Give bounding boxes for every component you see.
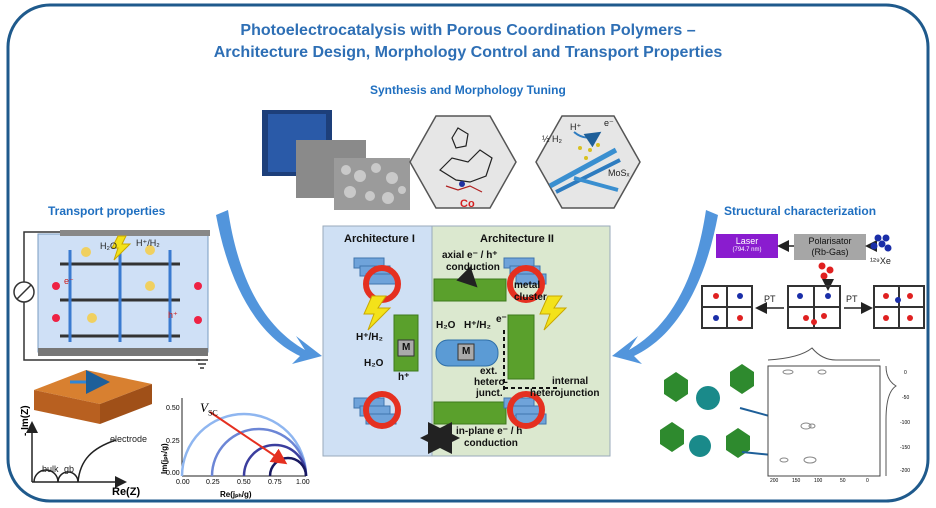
nmr-ytick-1: -50 (902, 395, 910, 401)
left-curved-arrow (216, 210, 322, 364)
nyquist-ytick-2: 0.00 (166, 470, 180, 477)
metal-cluster-rings (363, 265, 545, 429)
molecular-structures (660, 364, 810, 465)
nmr-xtick-0: 200 (770, 478, 779, 484)
title-line-1: Photoelectrocatalysis with Porous Coordi… (240, 22, 696, 39)
arch2-e-minus: e⁻ (496, 314, 507, 325)
arch1-h2o: H₂O (364, 358, 384, 369)
voltmeter-needle (16, 284, 32, 300)
nyquist-xtick-3: 0.75 (268, 479, 282, 486)
outer-frame (6, 3, 930, 503)
framework-boxes (701, 285, 925, 329)
internal-label-2: heterojunction (530, 388, 600, 399)
laser-label-1: Laser (735, 236, 759, 246)
transport-bolt (111, 235, 132, 261)
m-box-left (397, 339, 415, 357)
arch1-m: M (402, 342, 411, 353)
laser-label-2: (794.7 nm) (732, 247, 762, 253)
transport-h-h2: H⁺/H₂ (136, 238, 160, 248)
polarized-xe-icon (818, 262, 834, 280)
internal-label-1: internal (552, 376, 589, 387)
arch1-h-plus: h⁺ (398, 372, 410, 383)
xe-label: ¹²⁹Xe (870, 256, 891, 266)
mos-hexagon (535, 115, 641, 209)
arch2-m: M (462, 346, 471, 357)
nmr-ytick-3: -150 (900, 445, 911, 451)
transport-particles (52, 245, 202, 324)
ext-label-1: ext. (480, 366, 498, 377)
pol-label-2: (Rb-Gas) (811, 247, 849, 257)
nyquist-plot (180, 398, 308, 477)
cobalt-label: Co (460, 198, 475, 210)
nmr-xtick-2: 100 (814, 478, 823, 484)
syn-h-plus: H⁺ (570, 122, 582, 132)
m-box-right (457, 343, 475, 361)
transport-h-plus: h⁺ (168, 310, 178, 320)
axial-label-1: axial e⁻ / h⁺ (442, 250, 498, 261)
transport-h2o: H₂O (100, 241, 117, 251)
arch1-h-h2: H⁺/H₂ (356, 332, 383, 343)
nmr-ytick-2: -100 (900, 420, 911, 426)
nyquist-xtick-1: 0.25 (206, 479, 220, 486)
impedance-sketch (26, 421, 127, 488)
impedance-bulk: bulk (42, 464, 59, 474)
ext-label-3: junct. (476, 388, 503, 399)
syn-mos: MoSₓ (608, 168, 630, 178)
impedance-gb: gb (64, 464, 75, 474)
section-transport: Transport properties (48, 204, 166, 218)
axial-label-2: conduction (446, 262, 500, 273)
nyquist-xlabel: Re(jₚₕ/g) (220, 490, 252, 499)
polarisator-box (794, 234, 866, 260)
nmr-plot (767, 347, 897, 477)
impedance-ylabel: - Im(Z) (20, 405, 31, 436)
section-synthesis: Synthesis and Morphology Tuning (370, 83, 566, 97)
arch2-label: Architecture II (480, 233, 554, 245)
pt-right-label: PT (846, 294, 858, 304)
syn-e-minus: e⁻ (604, 118, 614, 128)
axial-arrow (456, 266, 478, 288)
impedance-electrode: electrode (110, 434, 148, 444)
xe-atoms-icon (870, 234, 892, 252)
nyquist-xtick-0: 0.00 (176, 479, 190, 486)
section-structural: Structural characterization (724, 204, 877, 218)
right-curved-arrow (612, 210, 718, 364)
transport-grid (60, 250, 180, 342)
pol-label-1: Polarisator (808, 236, 852, 246)
nmr-ytick-4: -200 (900, 468, 911, 474)
nyquist-xtick-4: 1.00 (296, 479, 310, 486)
nmr-xtick-1: 150 (792, 478, 801, 484)
device-image (34, 370, 152, 424)
transport-e-minus: e⁻ (64, 276, 74, 286)
pt-left-label: PT (764, 294, 776, 304)
cobalt-complex-hexagon (409, 115, 517, 209)
arch1-label: Architecture I (344, 233, 415, 245)
arch2-h-h2: H⁺/H₂ (464, 320, 491, 331)
inplane-label-1: in-plane e⁻ / h (456, 426, 523, 437)
nyquist-ytick-0: 0.50 (166, 405, 180, 412)
transport-top-electrode (60, 230, 210, 236)
light-bolts (363, 295, 568, 331)
nmr-xtick-4: 0 (866, 478, 869, 484)
nmr-ytick-0: 0 (904, 370, 907, 376)
inplane-label-2: conduction (464, 438, 518, 449)
impedance-xlabel: Re(Z) (112, 486, 141, 498)
nyquist-ytick-1: 0.25 (166, 438, 180, 445)
nyquist-xtick-2: 0.50 (237, 479, 251, 486)
metal-label-1: metal (514, 280, 541, 291)
nyquist-vsc: VSC (200, 400, 218, 418)
nmr-xtick-3: 50 (840, 478, 846, 484)
title-line-2: Architecture Design, Morphology Control … (213, 44, 723, 61)
syn-half-h2: ½ H₂ (542, 134, 562, 144)
arch2-h2o: H₂O (436, 320, 456, 331)
green-linkers (393, 278, 535, 425)
ext-label-2: hetero- (474, 377, 508, 388)
transport-bottom-electrode (38, 348, 208, 356)
synthesis-sem-images (262, 110, 410, 210)
ground-icon (196, 359, 208, 369)
laser-box (716, 234, 778, 258)
metal-label-2: cluster (514, 292, 547, 303)
